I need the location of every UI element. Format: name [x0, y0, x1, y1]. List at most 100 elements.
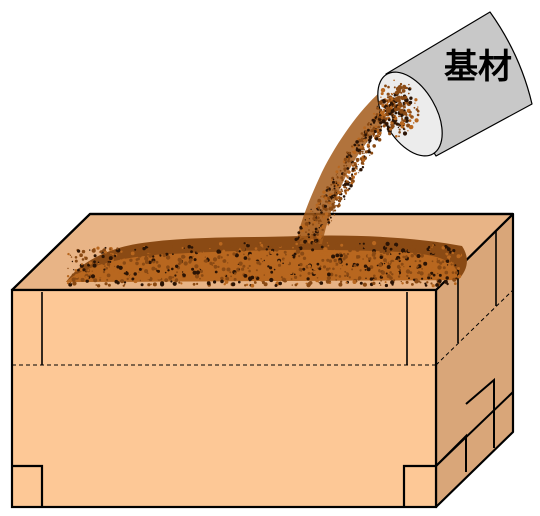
granule	[225, 280, 228, 283]
granule	[408, 249, 412, 253]
granule	[431, 267, 435, 271]
granule	[194, 258, 197, 261]
granule	[156, 270, 158, 272]
granule	[307, 277, 310, 280]
granule	[162, 245, 165, 248]
granule	[396, 99, 398, 101]
granule	[368, 139, 372, 143]
granule	[168, 276, 172, 280]
granule	[222, 250, 225, 253]
granule	[447, 246, 449, 248]
granule	[401, 248, 405, 252]
granule	[393, 80, 395, 82]
granule	[284, 259, 285, 260]
granule	[437, 258, 439, 260]
granule	[209, 262, 212, 265]
granule	[316, 208, 317, 209]
granule	[367, 134, 369, 136]
granule	[389, 271, 392, 274]
granule	[213, 257, 217, 261]
granule	[385, 246, 387, 248]
granule	[182, 271, 183, 272]
granule	[415, 260, 417, 262]
granule	[340, 281, 342, 283]
granule	[260, 258, 262, 260]
granule	[276, 253, 278, 255]
granule	[377, 265, 379, 267]
granule	[175, 265, 178, 268]
granule	[346, 263, 348, 265]
granule	[321, 246, 324, 249]
granule	[91, 274, 95, 278]
granule	[186, 271, 190, 275]
granule	[333, 211, 334, 212]
granule	[239, 262, 243, 266]
granule	[344, 189, 347, 192]
granule	[102, 262, 105, 265]
granule	[316, 243, 319, 246]
granule	[398, 131, 401, 134]
granule	[113, 263, 114, 264]
granule	[443, 254, 447, 258]
granule	[352, 151, 354, 153]
granule	[300, 235, 301, 236]
granule	[364, 265, 367, 268]
box-front-face	[12, 290, 436, 507]
granule	[334, 259, 337, 262]
granule	[361, 273, 363, 275]
granule	[312, 223, 314, 225]
granule	[432, 260, 434, 262]
granule	[244, 256, 248, 260]
granule	[94, 254, 97, 257]
granule	[386, 103, 388, 105]
granule	[95, 284, 97, 286]
granule	[383, 114, 386, 117]
granule	[330, 206, 332, 208]
granule	[308, 236, 310, 238]
granule	[398, 275, 400, 277]
granule	[344, 199, 345, 200]
granule	[328, 190, 330, 192]
granule	[337, 176, 339, 178]
granule	[139, 268, 142, 271]
granule	[327, 251, 328, 252]
granule	[420, 254, 424, 258]
granule	[335, 170, 338, 173]
granule	[307, 236, 309, 238]
granule	[93, 260, 96, 263]
granule	[373, 275, 376, 278]
granule	[363, 155, 365, 157]
granule	[377, 133, 380, 136]
granule	[320, 281, 324, 285]
granule	[302, 224, 306, 228]
granule	[298, 264, 300, 266]
granule	[343, 165, 345, 167]
granule	[410, 87, 411, 88]
granule	[258, 249, 261, 252]
granule	[408, 84, 409, 85]
granule	[300, 252, 304, 256]
granule	[325, 200, 327, 202]
granule	[348, 152, 351, 155]
granule	[388, 132, 391, 135]
granule	[371, 135, 372, 136]
granule	[308, 272, 311, 275]
granule	[375, 137, 378, 140]
granule	[313, 233, 316, 236]
granule	[206, 273, 209, 276]
granule	[172, 253, 174, 255]
granule	[292, 284, 293, 285]
granule	[417, 114, 420, 117]
granule	[312, 269, 314, 271]
granule	[175, 280, 177, 282]
granule	[152, 261, 155, 264]
granule	[409, 101, 413, 105]
granule	[340, 170, 342, 172]
granule	[129, 262, 132, 265]
granule	[417, 254, 421, 258]
granule	[73, 269, 74, 270]
granule	[87, 269, 89, 271]
granule	[195, 274, 199, 278]
granule	[315, 278, 319, 282]
granule	[275, 248, 279, 252]
